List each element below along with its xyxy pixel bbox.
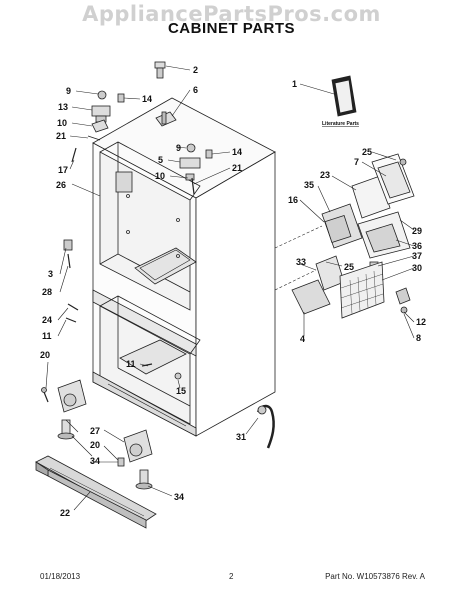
callout-31: 31 [236, 432, 246, 442]
callout-23: 23 [320, 170, 330, 180]
footer-part-number: Part No. W10573876 Rev. A [325, 572, 425, 581]
footer-page-number: 2 [229, 572, 234, 581]
callout-11b: 11 [126, 359, 136, 369]
water-line-part [256, 404, 275, 449]
callout-37: 37 [412, 251, 422, 261]
callout-5: 5 [158, 155, 163, 165]
leader-lines [45, 65, 415, 511]
callout-14b: 14 [232, 147, 242, 157]
callout-1: 1 [292, 79, 297, 89]
callout-21a: 21 [56, 131, 66, 141]
callout-10a: 10 [57, 118, 67, 128]
callout-labels: 1 2 3 4 5 6 7 8 9 9 10 10 11 11 12 13 14… [40, 65, 426, 518]
page-title: CABINET PARTS [167, 20, 296, 37]
callout-8: 8 [416, 333, 421, 343]
callout-30: 30 [412, 263, 422, 273]
callout-4: 4 [300, 334, 305, 344]
side-small-parts [41, 239, 182, 403]
callout-33: 33 [296, 257, 306, 267]
callout-16: 16 [288, 195, 298, 205]
callout-29: 29 [412, 226, 422, 236]
callout-13: 13 [58, 102, 68, 112]
callout-24: 24 [42, 315, 52, 325]
callout-17: 17 [58, 165, 68, 175]
callout-20b: 20 [90, 440, 100, 450]
callout-36: 36 [412, 241, 422, 251]
callout-28: 28 [42, 287, 52, 297]
callout-10b: 10 [155, 171, 165, 181]
callout-7: 7 [354, 157, 359, 167]
callout-27: 27 [90, 426, 100, 436]
literature-label: Literature Parts [322, 121, 359, 127]
top-hinge-parts [71, 61, 213, 195]
callout-2: 2 [193, 65, 198, 75]
callout-14a: 14 [142, 94, 152, 104]
mullion [92, 289, 197, 357]
watermark: AppliancePartsPros.com [82, 2, 381, 26]
callout-9a: 9 [66, 86, 71, 96]
cabinet-side [195, 151, 276, 437]
callout-21b: 21 [232, 163, 242, 173]
callout-26: 26 [56, 180, 66, 190]
control-housing-cluster [274, 153, 415, 319]
callout-25b: 25 [344, 262, 354, 272]
callout-3: 3 [48, 269, 53, 279]
toe-grille [35, 455, 157, 529]
callout-35: 35 [304, 180, 314, 190]
callout-20a: 20 [40, 350, 50, 360]
callout-12: 12 [416, 317, 426, 327]
callout-34b: 34 [174, 492, 184, 502]
footer-date: 01/18/2013 [40, 572, 81, 581]
callout-34a: 34 [90, 456, 100, 466]
cabinet-body [92, 97, 276, 437]
callout-9b: 9 [176, 143, 181, 153]
callout-15: 15 [176, 386, 186, 396]
callout-6: 6 [193, 85, 198, 95]
literature-part [331, 75, 357, 117]
callout-25a: 25 [362, 147, 372, 157]
callout-22: 22 [60, 508, 70, 518]
callout-11a: 11 [42, 331, 52, 341]
roller-assemblies [57, 379, 153, 490]
